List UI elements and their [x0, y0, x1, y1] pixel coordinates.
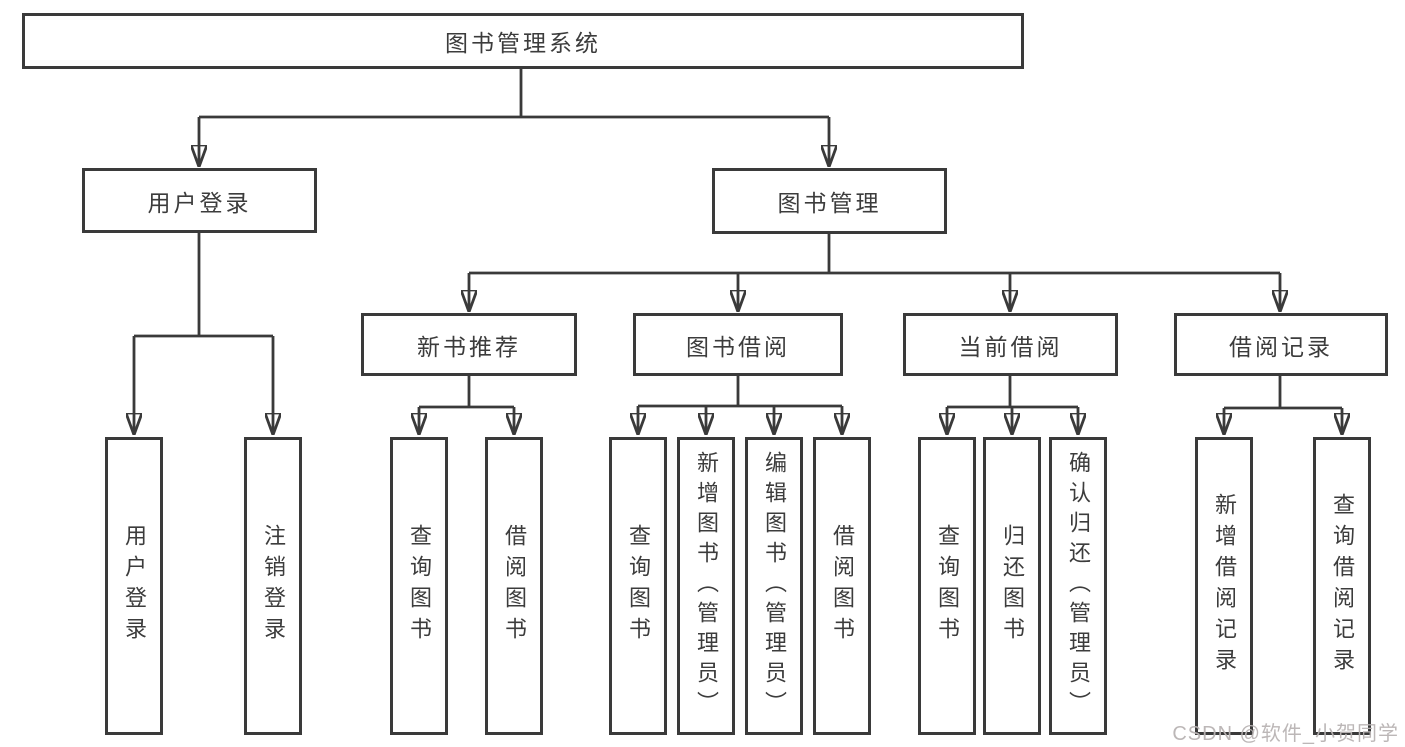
leaf-user-login: 用户登录 [105, 437, 163, 735]
leaf-borrowing-borrow-books: 借阅图书 [813, 437, 871, 735]
leaf-logout-login-label: 注销登录 [261, 524, 286, 648]
leaf-edit-books-admin-label: 编辑图书（管理员） [762, 451, 787, 721]
leaf-borrowing-query-books-label: 查询图书 [626, 524, 651, 648]
csdn-watermark: CSDN @软件_小贺同学 [1172, 723, 1399, 745]
node-book-management: 图书管理 [712, 168, 947, 234]
leaf-recommend-query-books: 查询图书 [390, 437, 448, 735]
leaf-current-query-books-label: 查询图书 [935, 524, 960, 648]
leaf-recommend-query-books-label: 查询图书 [407, 524, 432, 648]
leaf-add-books-admin: 新增图书（管理员） [677, 437, 735, 735]
node-user-login: 用户登录 [82, 168, 317, 233]
leaf-current-query-books: 查询图书 [918, 437, 976, 735]
leaf-add-borrow-record: 新增借阅记录 [1195, 437, 1253, 735]
leaf-query-borrow-record: 查询借阅记录 [1313, 437, 1371, 735]
leaf-return-books-label: 归还图书 [1000, 524, 1025, 648]
leaf-confirm-return-admin: 确认归还（管理员） [1049, 437, 1107, 735]
leaf-add-borrow-record-label: 新增借阅记录 [1212, 493, 1237, 679]
node-borrowing-records: 借阅记录 [1174, 313, 1388, 376]
leaf-confirm-return-admin-label: 确认归还（管理员） [1066, 451, 1091, 721]
leaf-query-borrow-record-label: 查询借阅记录 [1330, 493, 1355, 679]
leaf-borrowing-borrow-books-label: 借阅图书 [830, 524, 855, 648]
node-root: 图书管理系统 [22, 13, 1024, 69]
leaf-user-login-label: 用户登录 [122, 524, 147, 648]
leaf-borrowing-query-books: 查询图书 [609, 437, 667, 735]
leaf-add-books-admin-label: 新增图书（管理员） [694, 451, 719, 721]
node-book-borrowing: 图书借阅 [633, 313, 843, 376]
leaf-recommend-borrow-books: 借阅图书 [485, 437, 543, 735]
leaf-return-books: 归还图书 [983, 437, 1041, 735]
leaf-logout-login: 注销登录 [244, 437, 302, 735]
leaf-edit-books-admin: 编辑图书（管理员） [745, 437, 803, 735]
leaf-recommend-borrow-books-label: 借阅图书 [502, 524, 527, 648]
node-new-book-recommendation: 新书推荐 [361, 313, 577, 376]
node-current-borrowing: 当前借阅 [903, 313, 1118, 376]
